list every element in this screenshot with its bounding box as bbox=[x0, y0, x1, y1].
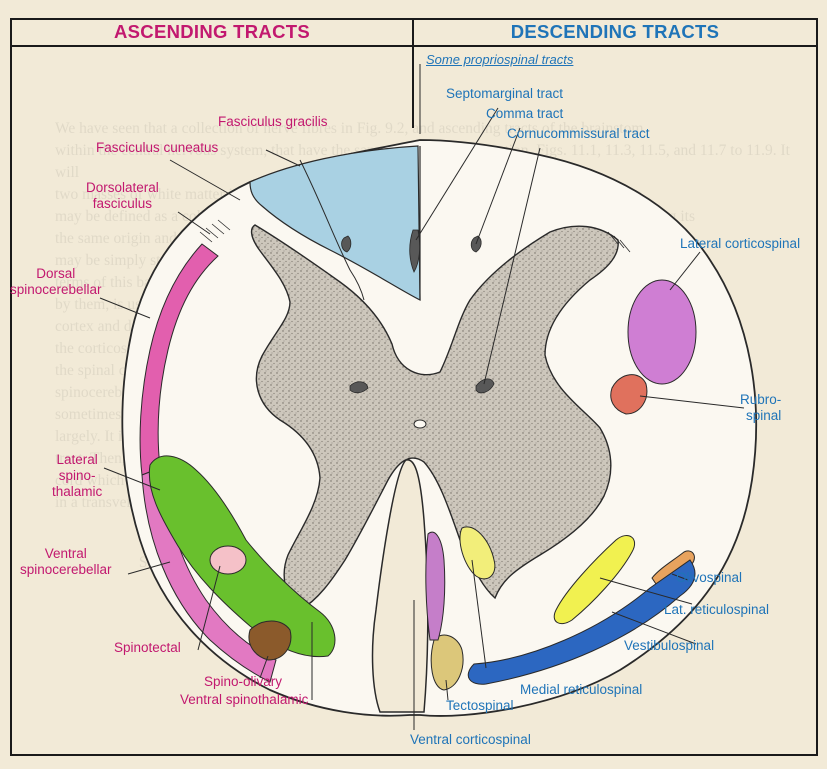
spinotectal-tract bbox=[210, 546, 246, 574]
label-septomarginal-tract: Septomarginal tract bbox=[446, 86, 563, 102]
label-lateral-spinothalamic: Lateral spino- thalamic bbox=[52, 452, 102, 500]
label-vestibulospinal: Vestibulospinal bbox=[624, 638, 714, 654]
label-lat-reticulospinal: Lat. reticulospinal bbox=[664, 602, 769, 618]
label-dorsolateral-fasciculus: Dorsolateral fasciculus bbox=[86, 180, 159, 212]
central-canal bbox=[414, 420, 426, 428]
label-dorsal-spinocerebellar: Dorsal spinocerebellar bbox=[10, 266, 102, 298]
label-fasciculus-gracilis: Fasciculus gracilis bbox=[218, 114, 328, 130]
label-tectospinal: Tectospinal bbox=[446, 698, 514, 714]
label-ventral-spinothalamic: Ventral spinothalamic bbox=[180, 692, 308, 708]
label-cornucommissural-tract: Cornucommissural tract bbox=[507, 126, 650, 142]
label-ventral-corticospinal: Ventral corticospinal bbox=[410, 732, 531, 748]
lateral-corticospinal-tract bbox=[628, 280, 696, 384]
label-spino-olivary: Spino-olivary bbox=[204, 674, 282, 690]
label-olivospinal: Olivospinal bbox=[676, 570, 742, 586]
label-ventral-spinocerebellar: Ventral spinocerebellar bbox=[20, 546, 112, 578]
label-comma-tract: Comma tract bbox=[486, 106, 563, 122]
label-spinotectal: Spinotectal bbox=[114, 640, 181, 656]
label-medial-reticulospinal: Medial reticulospinal bbox=[520, 682, 642, 698]
label-lateral-corticospinal: Lateral corticospinal bbox=[680, 236, 800, 252]
ventral-corticospinal-tract bbox=[426, 532, 445, 640]
label-fasciculus-cuneatus: Fasciculus cuneatus bbox=[96, 140, 218, 156]
label-rubrospinal: Rubro- spinal bbox=[740, 392, 781, 424]
